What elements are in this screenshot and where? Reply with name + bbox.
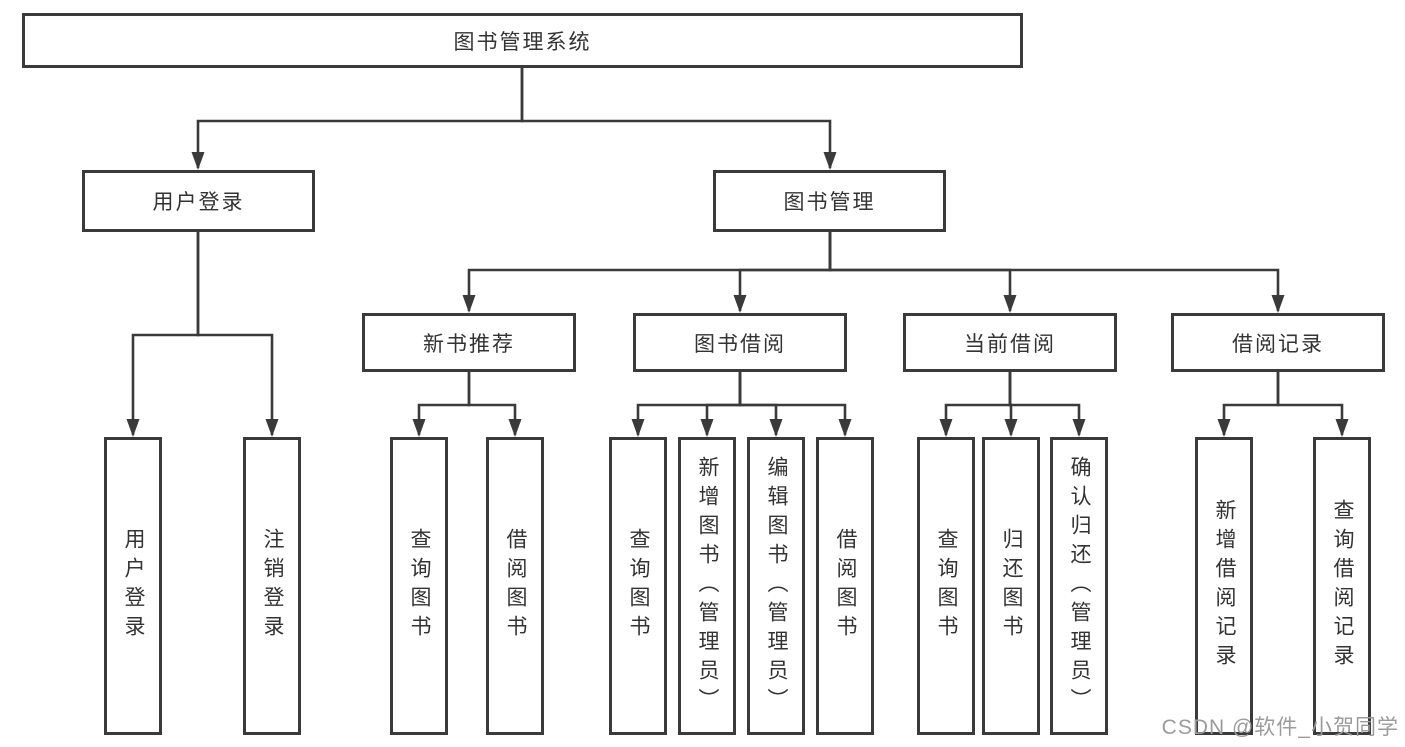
- node-current-borrowing: 当前借阅: [903, 313, 1117, 372]
- leaf-edit-book-admin: 编辑图书（管理员）: [747, 437, 805, 735]
- leaf-borrow-books-1: 借阅图书: [486, 437, 544, 735]
- node-root-system: 图书管理系统: [22, 13, 1023, 68]
- node-book-borrowing: 图书借阅: [633, 313, 847, 372]
- leaf-confirm-return-admin: 确认归还（管理员）: [1050, 437, 1108, 735]
- node-user-login-branch: 用户登录: [82, 170, 315, 232]
- leaf-query-books-1: 查询图书: [390, 437, 448, 735]
- leaf-user-login: 用户登录: [104, 437, 162, 735]
- leaf-return-books: 归还图书: [982, 437, 1040, 735]
- leaf-query-books-3: 查询图书: [917, 437, 975, 735]
- node-borrow-records: 借阅记录: [1171, 313, 1385, 372]
- csdn-watermark: CSDN @软件_小贺同学: [1161, 716, 1399, 739]
- leaf-add-book-admin: 新增图书（管理员）: [678, 437, 736, 735]
- leaf-borrow-books-2: 借阅图书: [816, 437, 874, 735]
- leaf-add-borrow-record: 新增借阅记录: [1195, 437, 1253, 735]
- leaf-logout: 注销登录: [243, 437, 301, 735]
- leaf-query-books-2: 查询图书: [609, 437, 667, 735]
- node-new-book-recommend: 新书推荐: [362, 313, 576, 372]
- leaf-query-borrow-record: 查询借阅记录: [1313, 437, 1371, 735]
- node-book-management-branch: 图书管理: [713, 170, 946, 232]
